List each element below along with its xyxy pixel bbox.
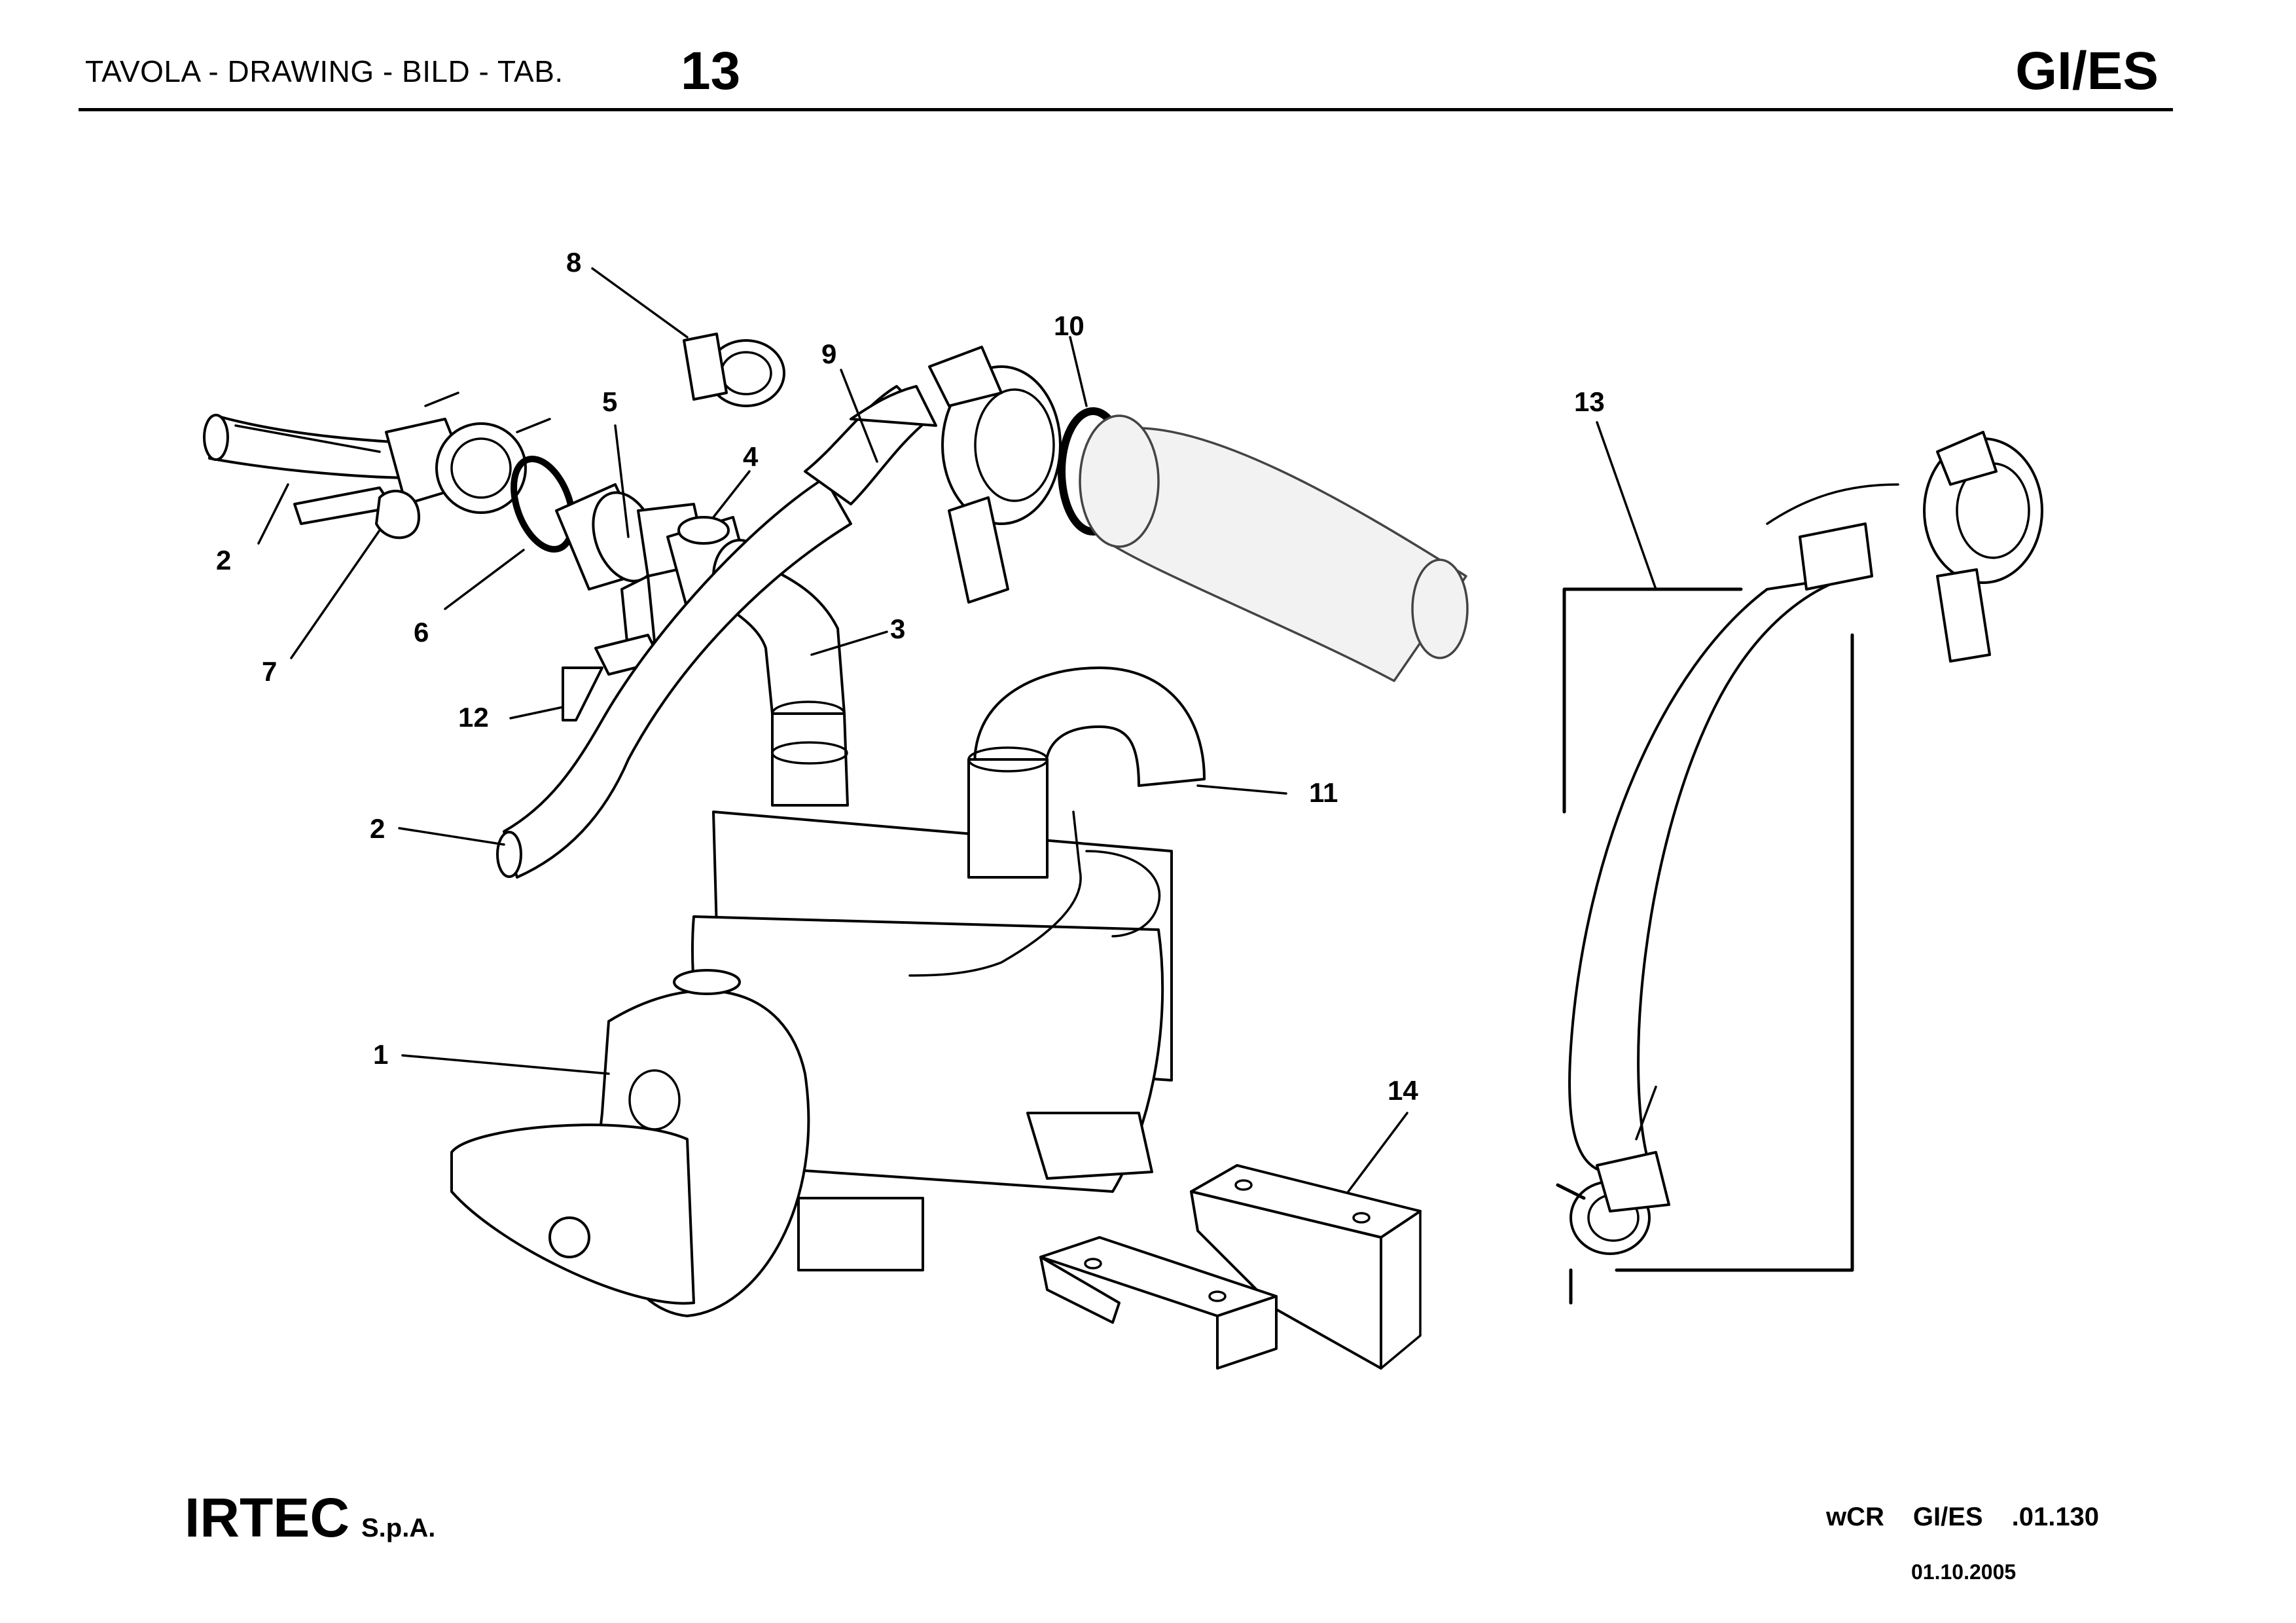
callout-9: 9 xyxy=(821,338,836,369)
elbow-11 xyxy=(967,666,1206,879)
coupling-10 xyxy=(928,346,1128,604)
pump-body-1 xyxy=(450,811,1173,1317)
callout-2-lower: 2 xyxy=(370,813,385,844)
callout-4: 4 xyxy=(743,441,759,472)
drawing-label: TAVOLA - DRAWING - BILD - TAB. xyxy=(85,54,564,88)
hose-upper-left xyxy=(203,414,420,479)
callout-6: 6 xyxy=(414,617,429,647)
suction-hose xyxy=(1079,414,1469,682)
company-name: IRTEC S.p.A. xyxy=(185,1486,435,1550)
leader-lines xyxy=(257,267,1657,1193)
table-number: 13 xyxy=(681,41,741,101)
code-part-3: .01.130 xyxy=(2011,1503,2100,1531)
revision-date: 01.10.2005 xyxy=(1911,1560,2017,1584)
model-code: GI/ES xyxy=(2015,41,2159,101)
callout-12: 12 xyxy=(458,702,489,733)
hose-long-2 xyxy=(496,477,852,879)
camlock-coupling-7 xyxy=(293,392,551,539)
gasket-6 xyxy=(511,455,576,553)
company-suffix: S.p.A. xyxy=(361,1514,436,1542)
code-part-2: GI/ES xyxy=(1912,1503,1983,1531)
callout-11: 11 xyxy=(1309,777,1338,808)
code-part-1: wCR xyxy=(1826,1503,1884,1531)
hose-clamp-8 xyxy=(683,333,785,407)
callout-10: 10 xyxy=(1054,310,1085,341)
callout-7: 7 xyxy=(262,656,277,687)
header-divider xyxy=(79,108,2173,111)
hose-9 xyxy=(804,385,937,505)
callout-3: 3 xyxy=(890,613,905,644)
hose-assembly-13 xyxy=(1556,431,2043,1305)
mounting-bracket-14 xyxy=(1039,1164,1422,1370)
company-name-text: IRTEC xyxy=(185,1487,350,1548)
bypass-tube xyxy=(908,811,1161,977)
callout-2-upper: 2 xyxy=(216,545,231,575)
callout-5: 5 xyxy=(602,386,617,417)
document-code: wCR GI/ES .01.130 xyxy=(1826,1503,2128,1532)
callout-1: 1 xyxy=(373,1039,388,1070)
callout-13: 13 xyxy=(1574,386,1605,417)
callout-14: 14 xyxy=(1388,1075,1418,1106)
callout-8: 8 xyxy=(566,247,581,278)
